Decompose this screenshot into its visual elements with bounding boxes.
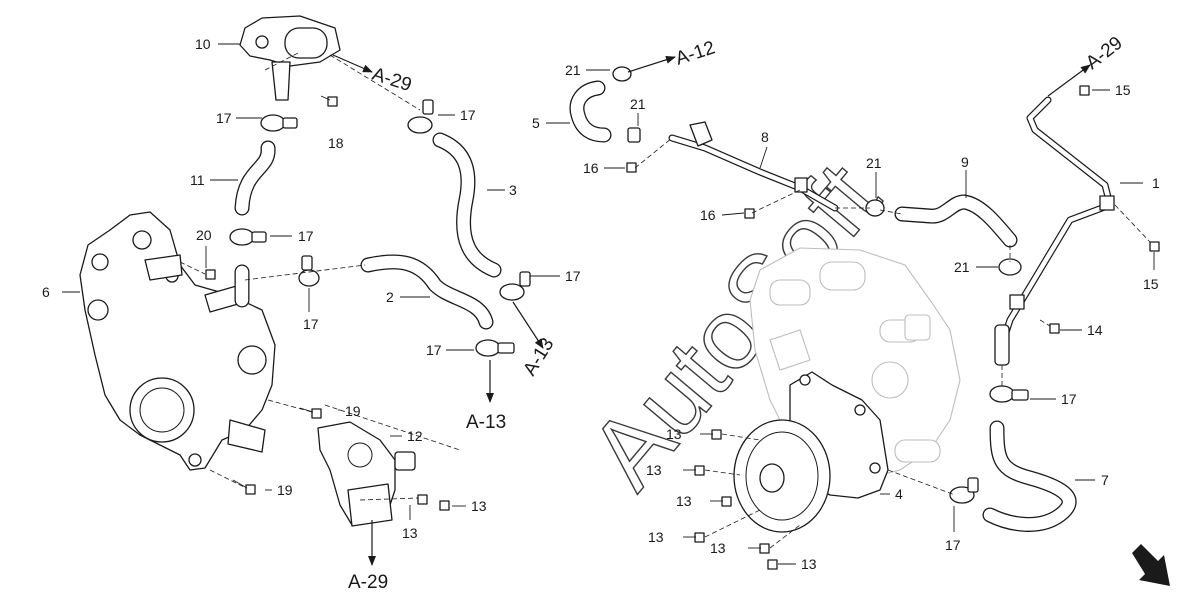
- ref-a13-diag: A-13: [519, 334, 558, 379]
- clamp: [475, 339, 515, 357]
- callout-15: 15: [1143, 276, 1159, 292]
- callout-17: 17: [1061, 391, 1077, 407]
- callout-6: 6: [42, 284, 50, 300]
- assembly-lines: [179, 51, 1151, 549]
- callout-9: 9: [961, 154, 969, 170]
- callout-13: 13: [646, 462, 662, 478]
- pipes: [668, 96, 1115, 366]
- ref-a12: A-12: [673, 37, 718, 69]
- bolt-13d: [683, 465, 705, 476]
- clamp: [298, 255, 320, 287]
- part-6-coolant-housing: [79, 211, 276, 471]
- callout-21: 21: [565, 62, 581, 78]
- callout-1: 1: [1152, 175, 1160, 191]
- callouts: 10 17 18 17 11 3 20 17 6 17 2 17 17 19 1…: [42, 36, 1160, 572]
- clamp: [499, 271, 531, 301]
- callout-15: 15: [1115, 82, 1131, 98]
- callout-21: 21: [866, 155, 882, 171]
- callout-19: 19: [277, 482, 293, 498]
- callout-4: 4: [895, 486, 903, 502]
- callout-17: 17: [945, 537, 961, 553]
- ref-a13: A-13: [466, 412, 506, 433]
- callout-13: 13: [648, 529, 664, 545]
- callout-3: 3: [509, 182, 517, 198]
- callout-14: 14: [1087, 322, 1103, 338]
- callout-2: 2: [386, 289, 394, 305]
- bolts: [205, 85, 1160, 570]
- callout-10: 10: [195, 36, 211, 52]
- bolt-15b: [1149, 241, 1160, 252]
- bolt-13c: [700, 429, 722, 440]
- bolt-18: [320, 95, 338, 107]
- clamp: [949, 477, 979, 504]
- callout-16: 16: [583, 160, 599, 176]
- callout-21: 21: [630, 96, 646, 112]
- callout-17: 17: [298, 228, 314, 244]
- clamp: [865, 199, 885, 217]
- bolt-13g: [748, 543, 770, 554]
- callout-leaders: [62, 43, 1155, 565]
- clamp: [260, 114, 298, 132]
- bolt-13b: [439, 500, 450, 511]
- part-4-water-pump: [733, 371, 889, 533]
- callout-11: 11: [190, 172, 205, 188]
- bolt-13a: [417, 494, 428, 505]
- clamp: [229, 228, 267, 246]
- reference-arrows: [332, 54, 1091, 566]
- bolt-13h: [767, 559, 778, 570]
- ref-a29-top: A-29: [369, 64, 414, 96]
- bolt-16b: [744, 208, 755, 219]
- bolt-14: [1049, 323, 1060, 334]
- callout-17: 17: [426, 342, 442, 358]
- clamp: [989, 385, 1029, 403]
- callout-17: 17: [216, 110, 232, 126]
- callout-13: 13: [666, 426, 682, 442]
- callout-20: 20: [196, 227, 212, 243]
- callout-17: 17: [565, 268, 581, 284]
- bolt-13f: [683, 532, 705, 543]
- callout-13: 13: [471, 498, 487, 514]
- callout-17: 17: [460, 107, 476, 123]
- callout-19: 19: [345, 403, 361, 419]
- clamp: [627, 127, 641, 143]
- callout-21: 21: [954, 259, 970, 275]
- callout-5: 5: [532, 115, 540, 131]
- callout-13: 13: [801, 556, 817, 572]
- callout-13: 13: [710, 540, 726, 556]
- callout-13: 13: [402, 525, 418, 541]
- callout-13: 13: [676, 493, 692, 509]
- part-10-upper-housing: [239, 15, 341, 101]
- hoses: [234, 80, 1077, 532]
- callout-16: 16: [700, 207, 716, 223]
- callout-7: 7: [1101, 472, 1109, 488]
- part-12-thermostat: [317, 421, 416, 527]
- bolt-16a: [626, 162, 637, 173]
- bolt-19b: [232, 479, 256, 495]
- callout-17: 17: [303, 316, 319, 332]
- ref-a29-bottom: A-29: [348, 572, 388, 592]
- bolt-20: [205, 269, 216, 280]
- bolt-15a: [1079, 85, 1090, 96]
- bolt-13e: [710, 496, 732, 507]
- callout-8: 8: [761, 129, 769, 145]
- callout-12: 12: [407, 428, 423, 444]
- ref-a29-right: A-29: [1082, 33, 1127, 74]
- clamp: [407, 99, 434, 134]
- clamps: [229, 66, 1029, 504]
- clamp: [612, 66, 632, 82]
- clamp: [998, 258, 1022, 276]
- callout-18: 18: [328, 135, 344, 151]
- arrow-down-right-icon: [1132, 544, 1170, 586]
